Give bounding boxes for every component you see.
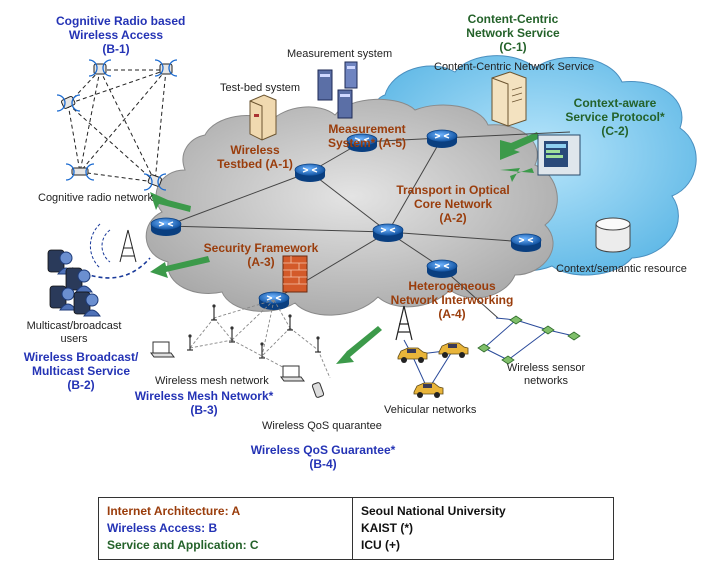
- caption-testbed-system: Test-bed system: [220, 82, 301, 94]
- arrow-to-b2: [150, 256, 210, 278]
- broadcast-tower-icon: [89, 223, 137, 269]
- database-icon: [595, 217, 631, 253]
- legend-institution-kaist: KAIST (*): [361, 521, 413, 535]
- legend-institutions: Seoul National University KAIST (*) ICU …: [353, 498, 613, 559]
- router-icon: [510, 233, 542, 253]
- caption-measurement-system: Measurement system: [287, 48, 393, 60]
- region-b2-title: Wireless Broadcast/Multicast Service(B-2…: [23, 350, 139, 392]
- legend-institution-icu: ICU (+): [361, 538, 400, 552]
- mesh-links: [189, 299, 331, 379]
- core-cloud: [145, 98, 558, 316]
- radio-wave-icons: [56, 59, 178, 191]
- legend-item-b: Wireless Access: B: [107, 521, 218, 535]
- antenna-icon: [286, 313, 294, 331]
- legend-table: Internet Architecture: A Wireless Access…: [98, 497, 614, 560]
- antenna-icon: [314, 335, 322, 353]
- cell-tower-icon: [395, 305, 413, 341]
- testbed-server-icon: [249, 94, 277, 141]
- user-icon: [73, 291, 101, 317]
- context-device-icon: [537, 134, 581, 176]
- arrow-from-b1: [150, 192, 191, 212]
- phone-icon: [311, 382, 325, 398]
- antenna-icon: [228, 325, 236, 343]
- firewall-icon: [282, 255, 308, 293]
- laptop-icon: [280, 365, 305, 382]
- region-b4-title: Wireless QoS Guarantee*(B-4): [250, 443, 396, 471]
- legend-categories: Internet Architecture: A Wireless Access…: [99, 498, 353, 559]
- legend-item-a: Internet Architecture: A: [107, 504, 241, 518]
- router-icon: [426, 129, 458, 149]
- user-icon: [49, 285, 77, 311]
- ccn-server-icon: [491, 71, 527, 127]
- caption-vehicular-networks: Vehicular networks: [384, 404, 477, 416]
- legend-institution-snu: Seoul National University: [361, 504, 506, 518]
- arrow-to-c1: [500, 132, 540, 160]
- caption-wireless-qos: Wireless QoS quarantee: [262, 420, 382, 432]
- router-icon: [150, 217, 182, 237]
- router-icon: [372, 223, 404, 243]
- caption-wireless-mesh-network: Wireless mesh network: [155, 375, 269, 387]
- caption-cognitive-radio-network: Cognitive radio network: [38, 192, 153, 204]
- caption-context-resource: Context/semantic resource: [556, 263, 687, 275]
- measurement-servers-icon: [317, 61, 358, 119]
- caption-ccn-service: Content-Centric Network Service: [434, 61, 595, 73]
- cognitive-radio-mesh: [67, 69, 167, 183]
- legend-item-c: Service and Application: C: [107, 538, 259, 552]
- arrow-to-svc: [500, 168, 534, 182]
- car-icon: [438, 342, 469, 359]
- car-icon: [397, 347, 428, 364]
- router-icon: [426, 259, 458, 279]
- sensor-icon: [567, 331, 581, 341]
- sensor-links: [483, 317, 575, 361]
- region-a3-title: Security Framework(A-3): [203, 241, 319, 269]
- sensor-icon: [477, 343, 491, 353]
- car-icon: [413, 382, 444, 399]
- arrow-to-b3: [336, 326, 382, 364]
- region-b3-title: Wireless Mesh Network*(B-3): [134, 389, 274, 417]
